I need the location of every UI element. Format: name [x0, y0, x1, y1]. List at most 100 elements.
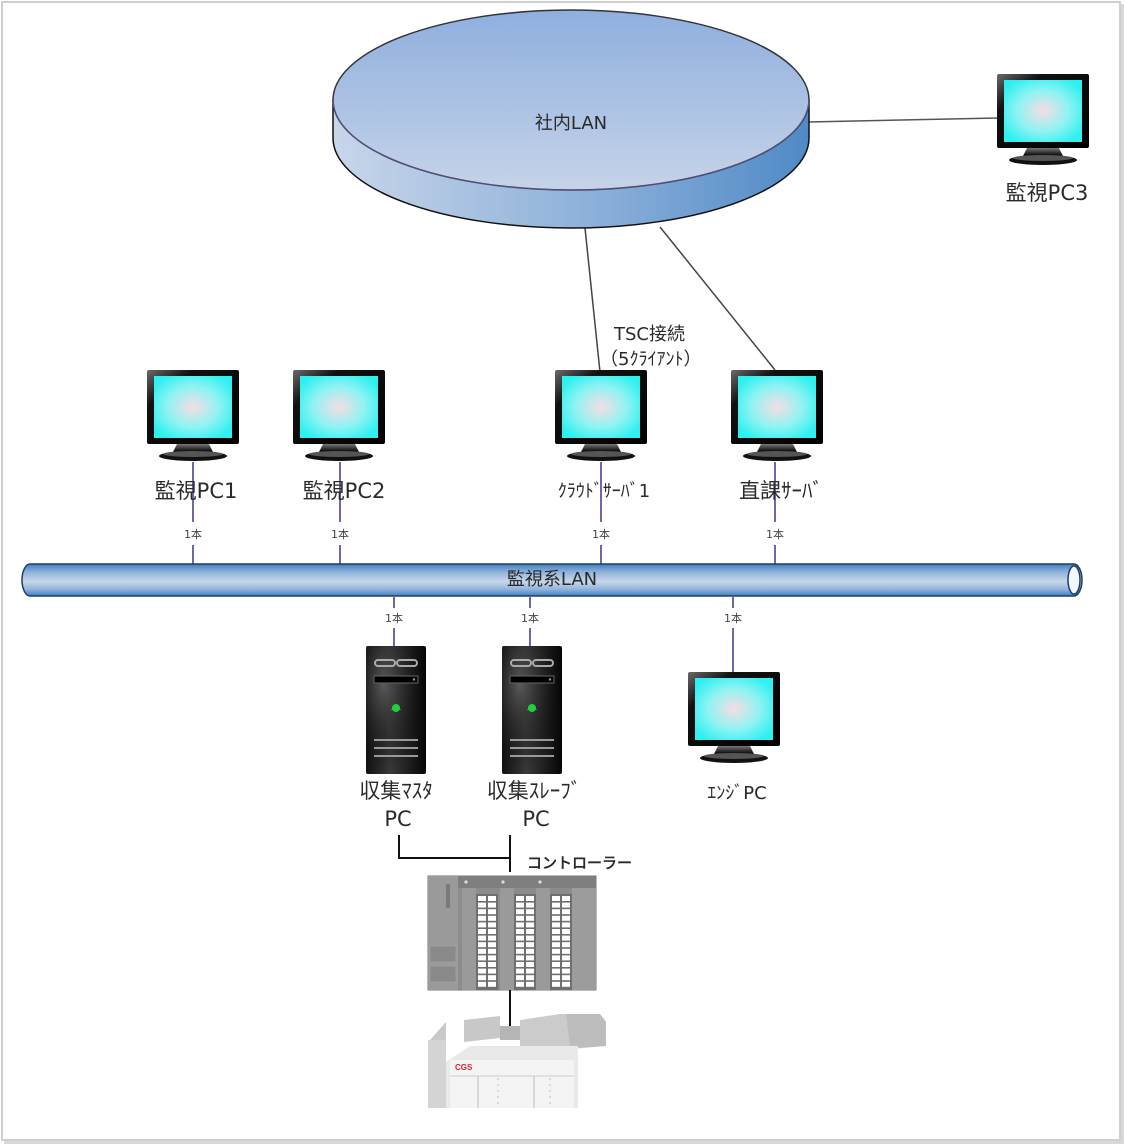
monitor-pc1-node[interactable] [147, 370, 239, 461]
terminal-cell [562, 935, 570, 941]
collect-master-node[interactable]: 収集ﾏｽﾀ PC [359, 645, 433, 831]
terminal-cell [526, 968, 534, 974]
terminal-cell [526, 902, 534, 908]
terminal-cell [516, 909, 524, 915]
tsc-connection-label: TSC接続 [613, 324, 685, 345]
terminal-cell [488, 962, 496, 967]
terminal-cell [552, 955, 560, 961]
monitor-icon [555, 370, 647, 461]
controller-label: コントローラー [527, 854, 632, 872]
machine-node[interactable]: CGS [428, 1014, 606, 1108]
cable-label-direct-server: 1本 [766, 527, 784, 541]
cloud-server1-node[interactable] [555, 370, 647, 461]
terminal-cell [488, 942, 496, 948]
terminal-cell [562, 955, 570, 961]
link-servers-controller [398, 835, 511, 872]
terminal-cell [488, 929, 496, 934]
monitor-icon [293, 370, 385, 461]
terminal-cell [552, 962, 560, 967]
terminal-cell [488, 896, 496, 901]
terminal-cell [488, 968, 496, 974]
cable-label-collect-master: 1本 [385, 611, 403, 625]
terminal-cell [562, 896, 570, 901]
terminal-cell [552, 975, 560, 981]
terminal-cell [552, 902, 560, 908]
corporate-lan-label: 社内LAN [535, 113, 607, 134]
terminal-cell [526, 955, 534, 961]
terminal-cell [516, 902, 524, 908]
terminal-cell [478, 975, 486, 981]
terminal-cell [552, 935, 560, 941]
terminal-cell [562, 975, 570, 981]
cable-label-engineering-pc: 1本 [724, 611, 742, 625]
terminal-cell [552, 929, 560, 934]
terminal-cell [552, 915, 560, 921]
terminal-cell [516, 942, 524, 948]
terminal-cell [488, 948, 496, 954]
cable-label-pc1: 1本 [184, 527, 202, 541]
terminal-cell [478, 981, 486, 987]
terminal-cell [516, 896, 524, 901]
terminal-cell [526, 942, 534, 948]
monitor-pc2-label: 監視PC2 [303, 479, 386, 503]
collect-slave-node[interactable]: 収集ｽﾚｰﾌﾞ PC [487, 645, 582, 831]
terminal-cell [488, 915, 496, 921]
terminal-cell [562, 929, 570, 934]
monitor-pc3-label: 監視PC3 [1006, 181, 1089, 205]
terminal-cell [562, 948, 570, 954]
terminal-cell [488, 909, 496, 915]
monitor-pc1-label: 監視PC1 [155, 479, 238, 503]
terminal-cell [488, 955, 496, 961]
terminal-cell [562, 902, 570, 908]
terminal-cell [478, 968, 486, 974]
monitor-pc3-node[interactable]: 監視PC3 [997, 74, 1089, 205]
lower-cables [393, 596, 734, 672]
terminal-cell [478, 915, 486, 921]
engineering-pc-label: ｴﾝｼﾞPC [707, 783, 766, 804]
terminal-cell [562, 915, 570, 921]
terminal-cell [478, 962, 486, 967]
io-terminal-blocks [476, 894, 572, 990]
terminal-cell [478, 935, 486, 941]
link-lan-pc3 [807, 117, 999, 123]
terminal-cell [516, 948, 524, 954]
terminal-cell [526, 948, 534, 954]
terminal-cell [526, 935, 534, 941]
terminal-cell [516, 968, 524, 974]
engineering-pc-node[interactable]: ｴﾝｼﾞPC [688, 672, 780, 804]
terminal-cell [526, 962, 534, 967]
terminal-cell [478, 929, 486, 934]
collect-slave-label-pc: PC [522, 807, 549, 831]
terminal-cell [478, 948, 486, 954]
server-tower-icon [501, 645, 563, 775]
controller-node[interactable] [427, 875, 597, 991]
direct-server-node[interactable] [731, 370, 823, 461]
terminal-cell [488, 922, 496, 928]
monitor-icon [997, 74, 1089, 165]
terminal-cell [562, 909, 570, 915]
terminal-cell [552, 896, 560, 901]
terminal-cell [488, 935, 496, 941]
terminal-cell [552, 948, 560, 954]
terminal-cell [478, 942, 486, 948]
terminal-cell [516, 922, 524, 928]
terminal-cell [552, 968, 560, 974]
monitoring-lan-label: 監視系LAN [507, 569, 597, 590]
terminal-cell [516, 975, 524, 981]
terminal-cell [562, 962, 570, 967]
monitor-icon [731, 370, 823, 461]
terminal-cell [478, 896, 486, 901]
terminal-cell [526, 975, 534, 981]
tsc-clients-label: （5ｸﾗｲｱﾝﾄ） [600, 349, 701, 370]
cable-label-cloud-server: 1本 [592, 527, 610, 541]
server-tower-icon [365, 645, 427, 775]
terminal-cell [552, 981, 560, 987]
terminal-cell [516, 915, 524, 921]
monitor-pc2-node[interactable] [293, 370, 385, 461]
terminal-cell [478, 909, 486, 915]
terminal-cell [526, 929, 534, 934]
terminal-cell [552, 922, 560, 928]
terminal-cell [516, 981, 524, 987]
collect-slave-label: 収集ｽﾚｰﾌﾞ [487, 779, 582, 803]
